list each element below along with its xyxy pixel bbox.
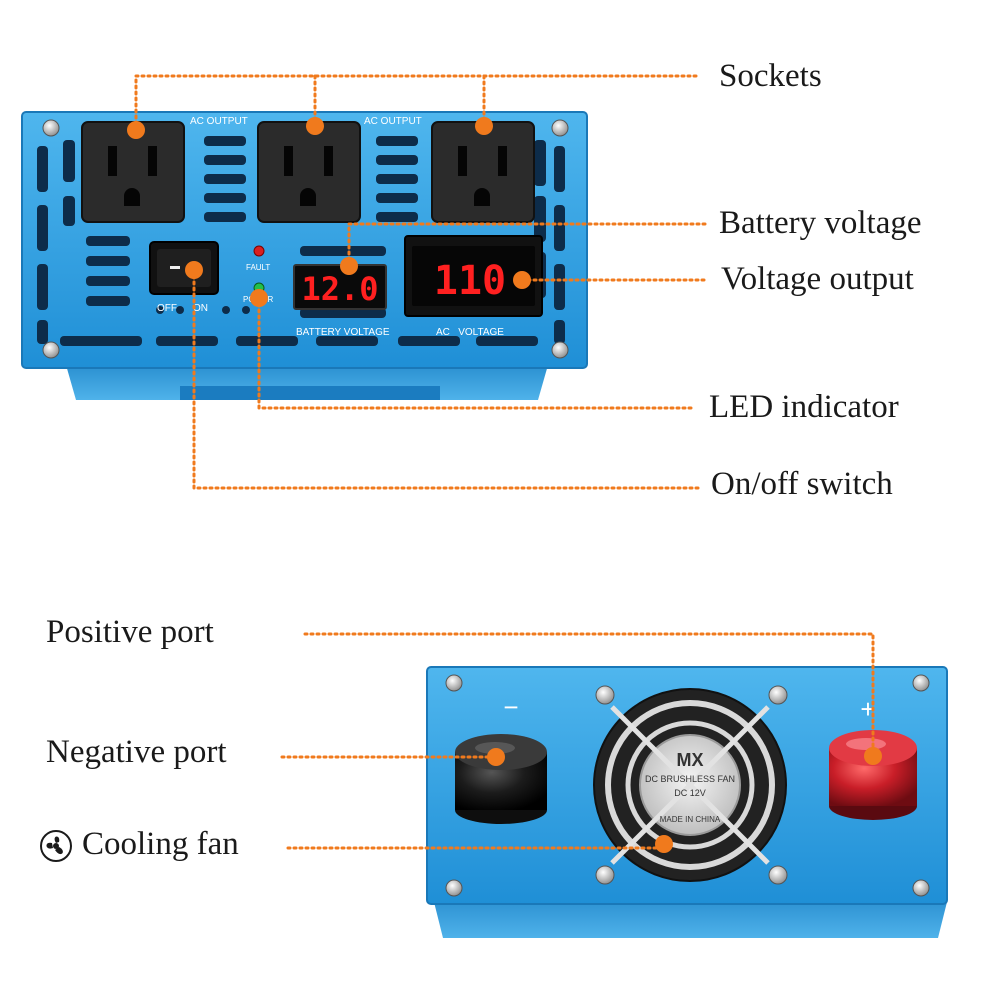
dot-voltage-output (513, 271, 531, 289)
callout-sockets: Sockets (719, 58, 822, 94)
fan-icon (40, 830, 72, 862)
rear-panel: MX DC BRUSHLESS FAN DC 12V MADE IN CHINA… (426, 666, 948, 938)
minus-sign: − (503, 692, 518, 722)
fan-label-line3: MADE IN CHINA (660, 815, 721, 824)
ac-socket-3 (431, 121, 535, 223)
dot-battery-voltage (340, 257, 358, 275)
fan-label-line2: DC 12V (674, 788, 706, 798)
leader-sockets (134, 74, 702, 132)
leader-battery-voltage (347, 222, 707, 268)
leader-positive-port (303, 632, 875, 758)
callout-negative-port: Negative port (46, 734, 227, 770)
rear-screws (445, 674, 930, 897)
dot-led-indicator (250, 289, 268, 307)
dot-socket-1 (127, 121, 145, 139)
ac-socket-2 (257, 121, 361, 223)
switch-off-label: OFF (157, 303, 177, 314)
front-screws (42, 119, 569, 359)
battery-voltage-display: 12.0 (293, 264, 387, 310)
ac-output-label-1: AC OUTPUT (190, 116, 248, 127)
dot-on-off-switch (185, 261, 203, 279)
ac-output-label-2: AC OUTPUT (364, 116, 422, 127)
callout-dots (127, 117, 882, 853)
negative-terminal (455, 734, 547, 824)
battery-voltage-caption: BATTERY VOLTAGE (296, 327, 390, 338)
fault-label: FAULT (246, 263, 270, 272)
callout-battery-voltage: Battery voltage (719, 205, 922, 241)
dot-socket-2 (306, 117, 324, 135)
callout-cooling-fan: Cooling fan (82, 826, 239, 862)
foot-slot (180, 386, 440, 400)
ac-voltage-display: 110 (404, 235, 543, 317)
ac-voltage-caption: AC VOLTAGE (436, 327, 504, 338)
switch-on-mark (170, 266, 180, 269)
leader-led-indicator (257, 296, 697, 410)
dot-cooling-fan (655, 835, 673, 853)
cooling-fan: MX DC BRUSHLESS FAN DC 12V MADE IN CHINA (593, 688, 787, 882)
callout-positive-port: Positive port (46, 614, 214, 650)
fan-brand: MX (677, 750, 704, 770)
switch-on-label: ON (193, 303, 208, 314)
callout-leaders (134, 74, 875, 850)
ac-socket-1 (81, 121, 185, 223)
callout-voltage-output: Voltage output (721, 261, 914, 297)
callout-led-indicator: LED indicator (709, 389, 899, 425)
ac-voltage-readout: 110 (434, 258, 506, 304)
fault-led (253, 245, 265, 257)
callout-on-off-switch: On/off switch (711, 466, 893, 502)
dot-negative-port (487, 748, 505, 766)
front-panel: AC OUTPUT AC OUTPUT OFF ON FAULT POWER 1… (21, 111, 588, 400)
leader-on-off-switch (192, 268, 702, 490)
fan-label-line1: DC BRUSHLESS FAN (645, 774, 735, 784)
dot-socket-3 (475, 117, 493, 135)
rear-mounting-foot (433, 898, 948, 938)
battery-voltage-readout: 12.0 (301, 270, 378, 308)
power-rocker-switch[interactable] (149, 241, 219, 295)
front-vents (37, 136, 565, 346)
dot-positive-port (864, 747, 882, 765)
